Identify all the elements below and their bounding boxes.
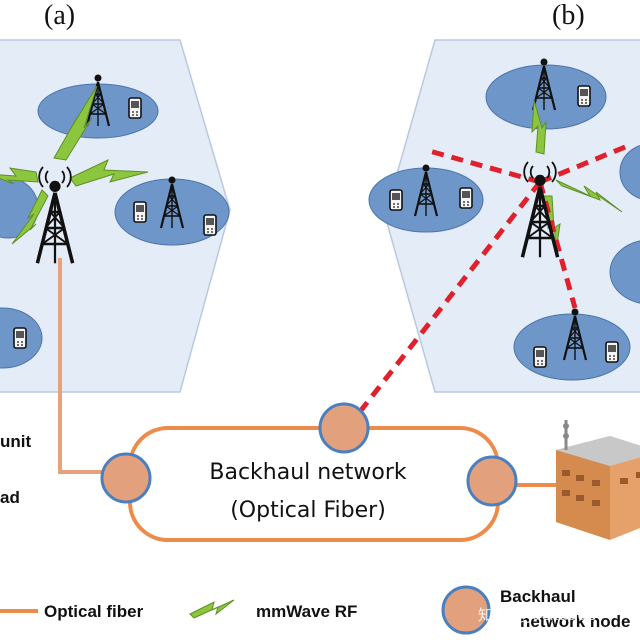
building-label-line2: network node bbox=[520, 612, 631, 631]
backhaul-node-right bbox=[466, 455, 518, 507]
fiber-link-a bbox=[58, 258, 118, 474]
backhaul-network-title: Backhaul network bbox=[209, 460, 406, 485]
legend-mmwave-swatch bbox=[189, 599, 235, 619]
panel-label-a: (a) bbox=[44, 0, 75, 31]
backhaul-network-subtitle: (Optical Fiber) bbox=[230, 498, 386, 523]
legend-backhaul-node-label: Backhaul bbox=[500, 587, 576, 606]
legend-fragment-ad: ad bbox=[0, 488, 20, 507]
cluster-top-a bbox=[37, 73, 159, 139]
cluster-bottom-a bbox=[0, 307, 43, 369]
cluster-left-b bbox=[368, 163, 484, 233]
legend-backhaul-node-swatch bbox=[441, 585, 491, 635]
mmwave-links-a bbox=[0, 85, 149, 245]
cluster-edge-b bbox=[609, 145, 640, 304]
backhaul-node-left bbox=[100, 452, 152, 504]
legend-mmwave-label: mmWave RF bbox=[256, 602, 357, 621]
building-icon bbox=[556, 420, 640, 540]
watermark: 知乎 @Jackdude bbox=[478, 606, 596, 624]
backhaul-node-top bbox=[318, 402, 370, 454]
cluster-bottom-b bbox=[513, 307, 631, 381]
cluster-right-a bbox=[114, 175, 230, 246]
legend-optical-fiber-label: Optical fiber bbox=[44, 602, 144, 621]
legend-fragment-unit: unit bbox=[0, 432, 31, 451]
panel-label-b: (b) bbox=[552, 0, 585, 31]
